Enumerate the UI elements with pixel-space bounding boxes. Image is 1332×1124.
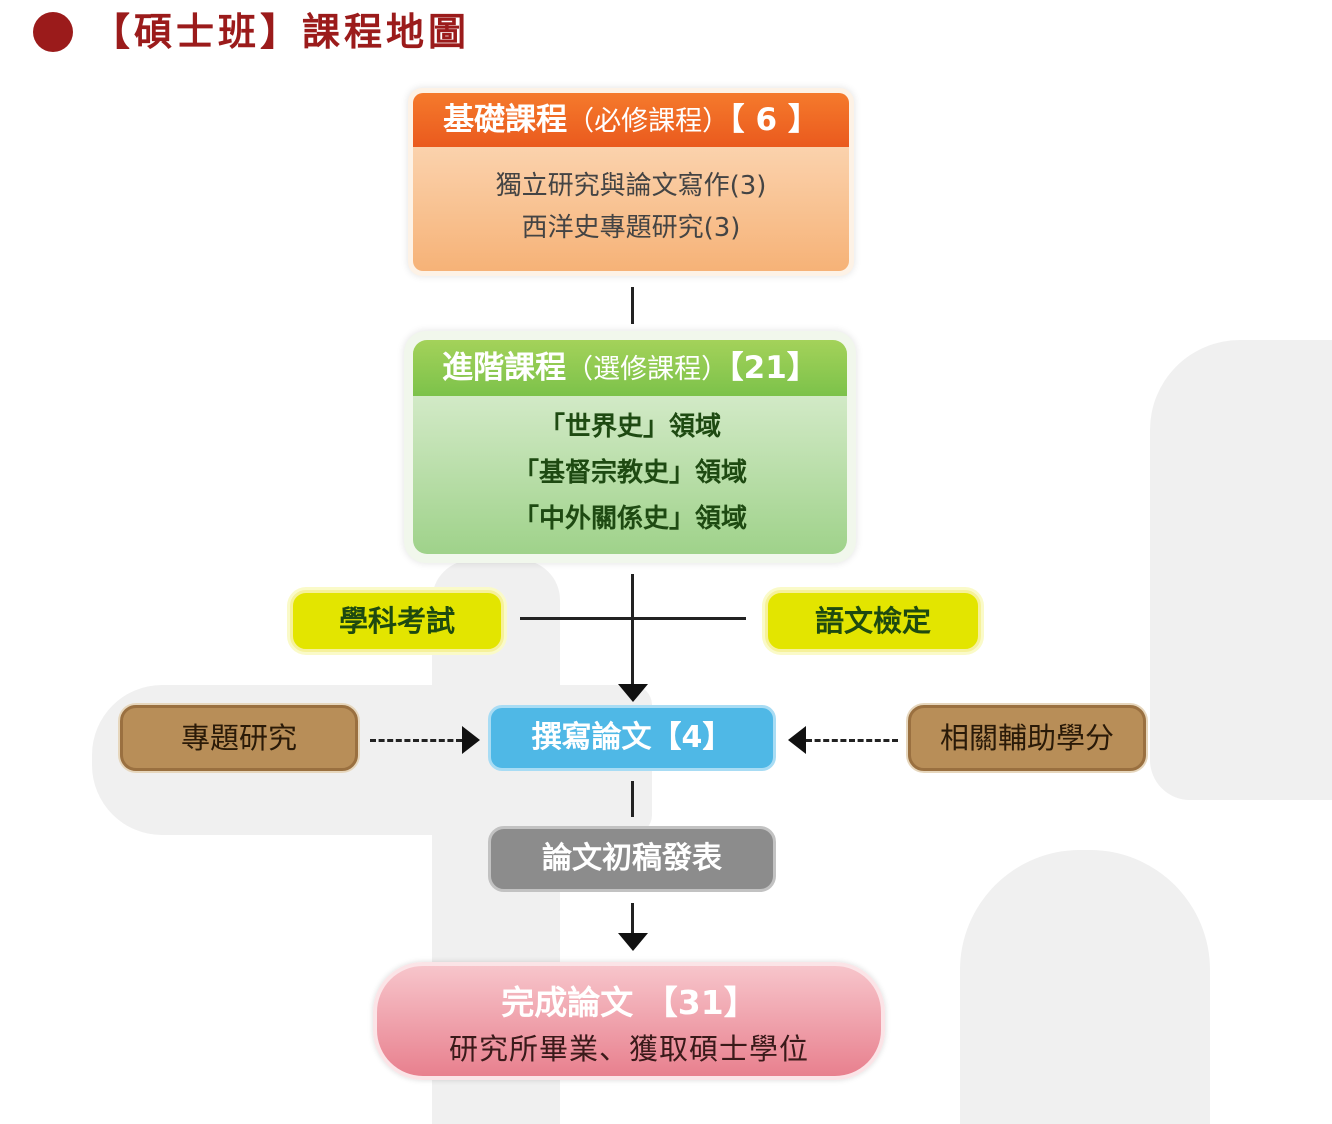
complete-thesis-title: 完成論文 【31】: [501, 983, 757, 1022]
basic-courses-credits: 【 6 】: [729, 102, 819, 138]
arrow-left-icon: [788, 726, 806, 754]
connector-line: [631, 574, 634, 686]
language-test-label: 語文檢定: [814, 604, 931, 638]
connector-line: [631, 781, 634, 817]
auxiliary-credits-box: 相關輔助學分: [908, 705, 1146, 771]
advanced-courses-box: 進階課程（選修課程）【21】 「世界史」領域 「基督宗教史」領域 「中外關係史」…: [404, 331, 856, 563]
title-bullet-icon: [33, 12, 73, 52]
basic-courses-title: 基礎課程: [443, 102, 568, 138]
draft-presentation-box: 論文初稿發表: [488, 826, 776, 892]
language-test-box: 語文檢定: [765, 590, 981, 652]
complete-thesis-subtitle: 研究所畢業、獲取碩士學位: [448, 1032, 809, 1066]
topic-research-box: 專題研究: [120, 705, 358, 771]
field-item: 「世界史」領域: [538, 412, 721, 442]
course-item: 獨立研究與論文寫作(3): [495, 171, 767, 201]
background-watermark-right-stroke: [1150, 340, 1332, 800]
draft-presentation-label: 論文初稿發表: [542, 841, 722, 876]
advanced-courses-list: 「世界史」領域 「基督宗教史」領域 「中外關係史」領域: [413, 396, 847, 542]
basic-courses-box: 基礎課程（必修課程）【 6 】 獨立研究與論文寫作(3) 西洋史專題研究(3): [408, 88, 854, 276]
write-thesis-box: 撰寫論文【4】: [488, 705, 776, 771]
subject-exam-box: 學科考試: [290, 590, 504, 652]
arrow-down-icon: [618, 684, 648, 702]
advanced-courses-credits: 【21】: [728, 350, 818, 386]
background-watermark-right-curve: [960, 850, 1210, 1124]
subject-exam-label: 學科考試: [338, 604, 455, 638]
write-thesis-label: 撰寫論文【4】: [531, 720, 733, 755]
topic-research-label: 專題研究: [180, 721, 297, 755]
connector-line: [631, 903, 634, 935]
field-item: 「中外關係史」領域: [512, 504, 747, 534]
advanced-courses-subtitle: （選修課程）: [566, 354, 729, 385]
arrow-right-icon: [462, 726, 480, 754]
connector-line: [631, 287, 634, 324]
dashed-connector: [370, 739, 462, 742]
field-item: 「基督宗教史」領域: [512, 458, 747, 488]
complete-thesis-box: 完成論文 【31】 研究所畢業、獲取碩士學位: [373, 962, 885, 1080]
basic-courses-header: 基礎課程（必修課程）【 6 】: [413, 93, 849, 147]
connector-crossbar: [520, 617, 746, 620]
dashed-connector: [806, 739, 898, 742]
auxiliary-credits-label: 相關輔助學分: [939, 721, 1114, 755]
advanced-courses-header: 進階課程（選修課程）【21】: [413, 340, 847, 396]
course-item: 西洋史專題研究(3): [521, 213, 741, 243]
basic-courses-list: 獨立研究與論文寫作(3) 西洋史專題研究(3): [413, 147, 849, 249]
page-title: 【碩士班】課程地圖: [92, 10, 471, 54]
advanced-courses-title: 進階課程: [442, 350, 567, 386]
basic-courses-subtitle: （必修課程）: [567, 106, 730, 137]
arrow-down-icon: [618, 933, 648, 951]
